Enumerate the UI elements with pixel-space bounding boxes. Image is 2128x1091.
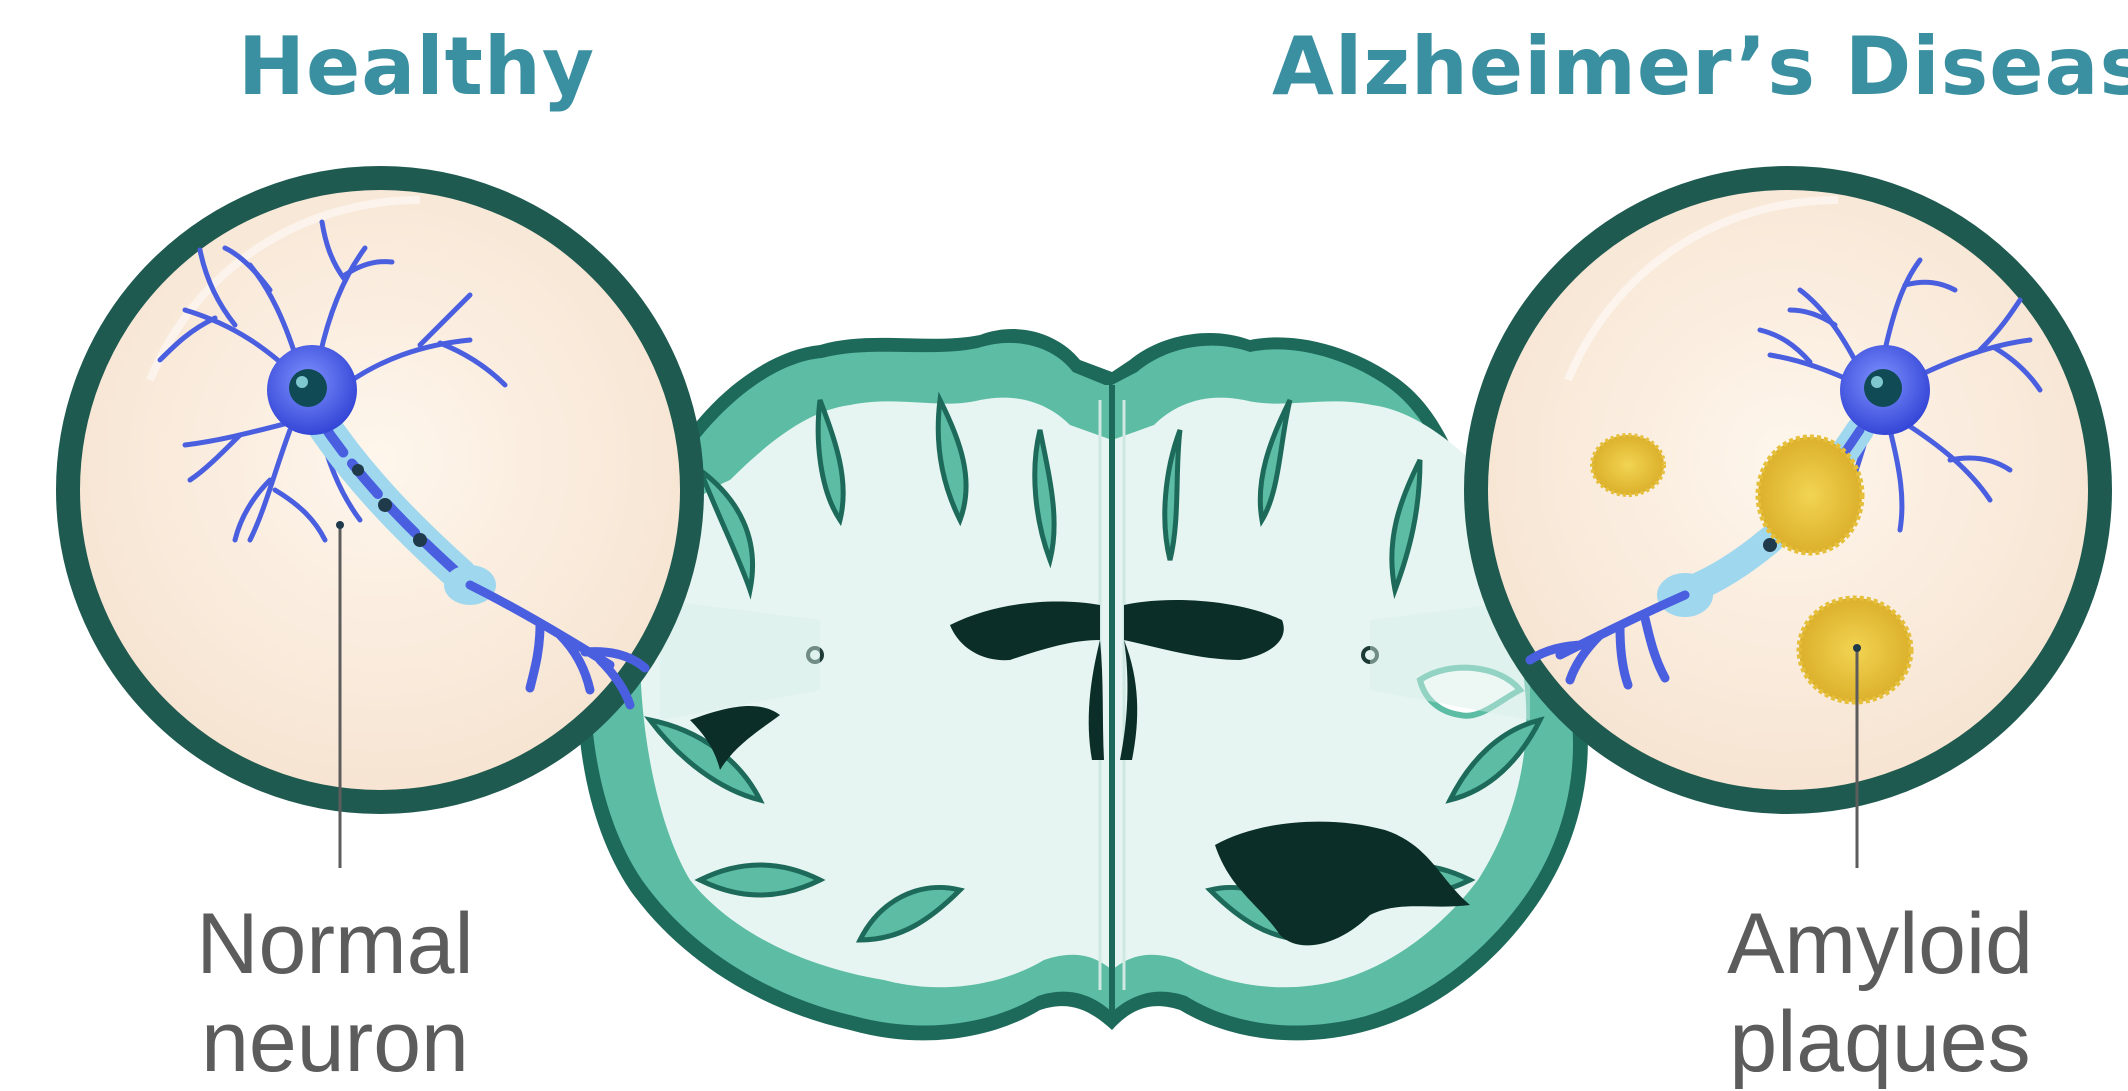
amyloid-plaques-caption: Amyloid plaques bbox=[1700, 895, 2060, 1091]
normal-neuron-caption-line-2: neuron bbox=[160, 993, 510, 1091]
amyloid-plaques-caption-line-1: Amyloid bbox=[1700, 895, 2060, 993]
healthy-heading: Healthy bbox=[238, 20, 595, 113]
normal-neuron-caption: Normal neuron bbox=[160, 895, 510, 1091]
normal-neuron-caption-line-1: Normal bbox=[160, 895, 510, 993]
amyloid-plaques-caption-line-2: plaques bbox=[1700, 993, 2060, 1091]
alzheimers-heading: Alzheimer’s Disease bbox=[1272, 20, 2128, 113]
